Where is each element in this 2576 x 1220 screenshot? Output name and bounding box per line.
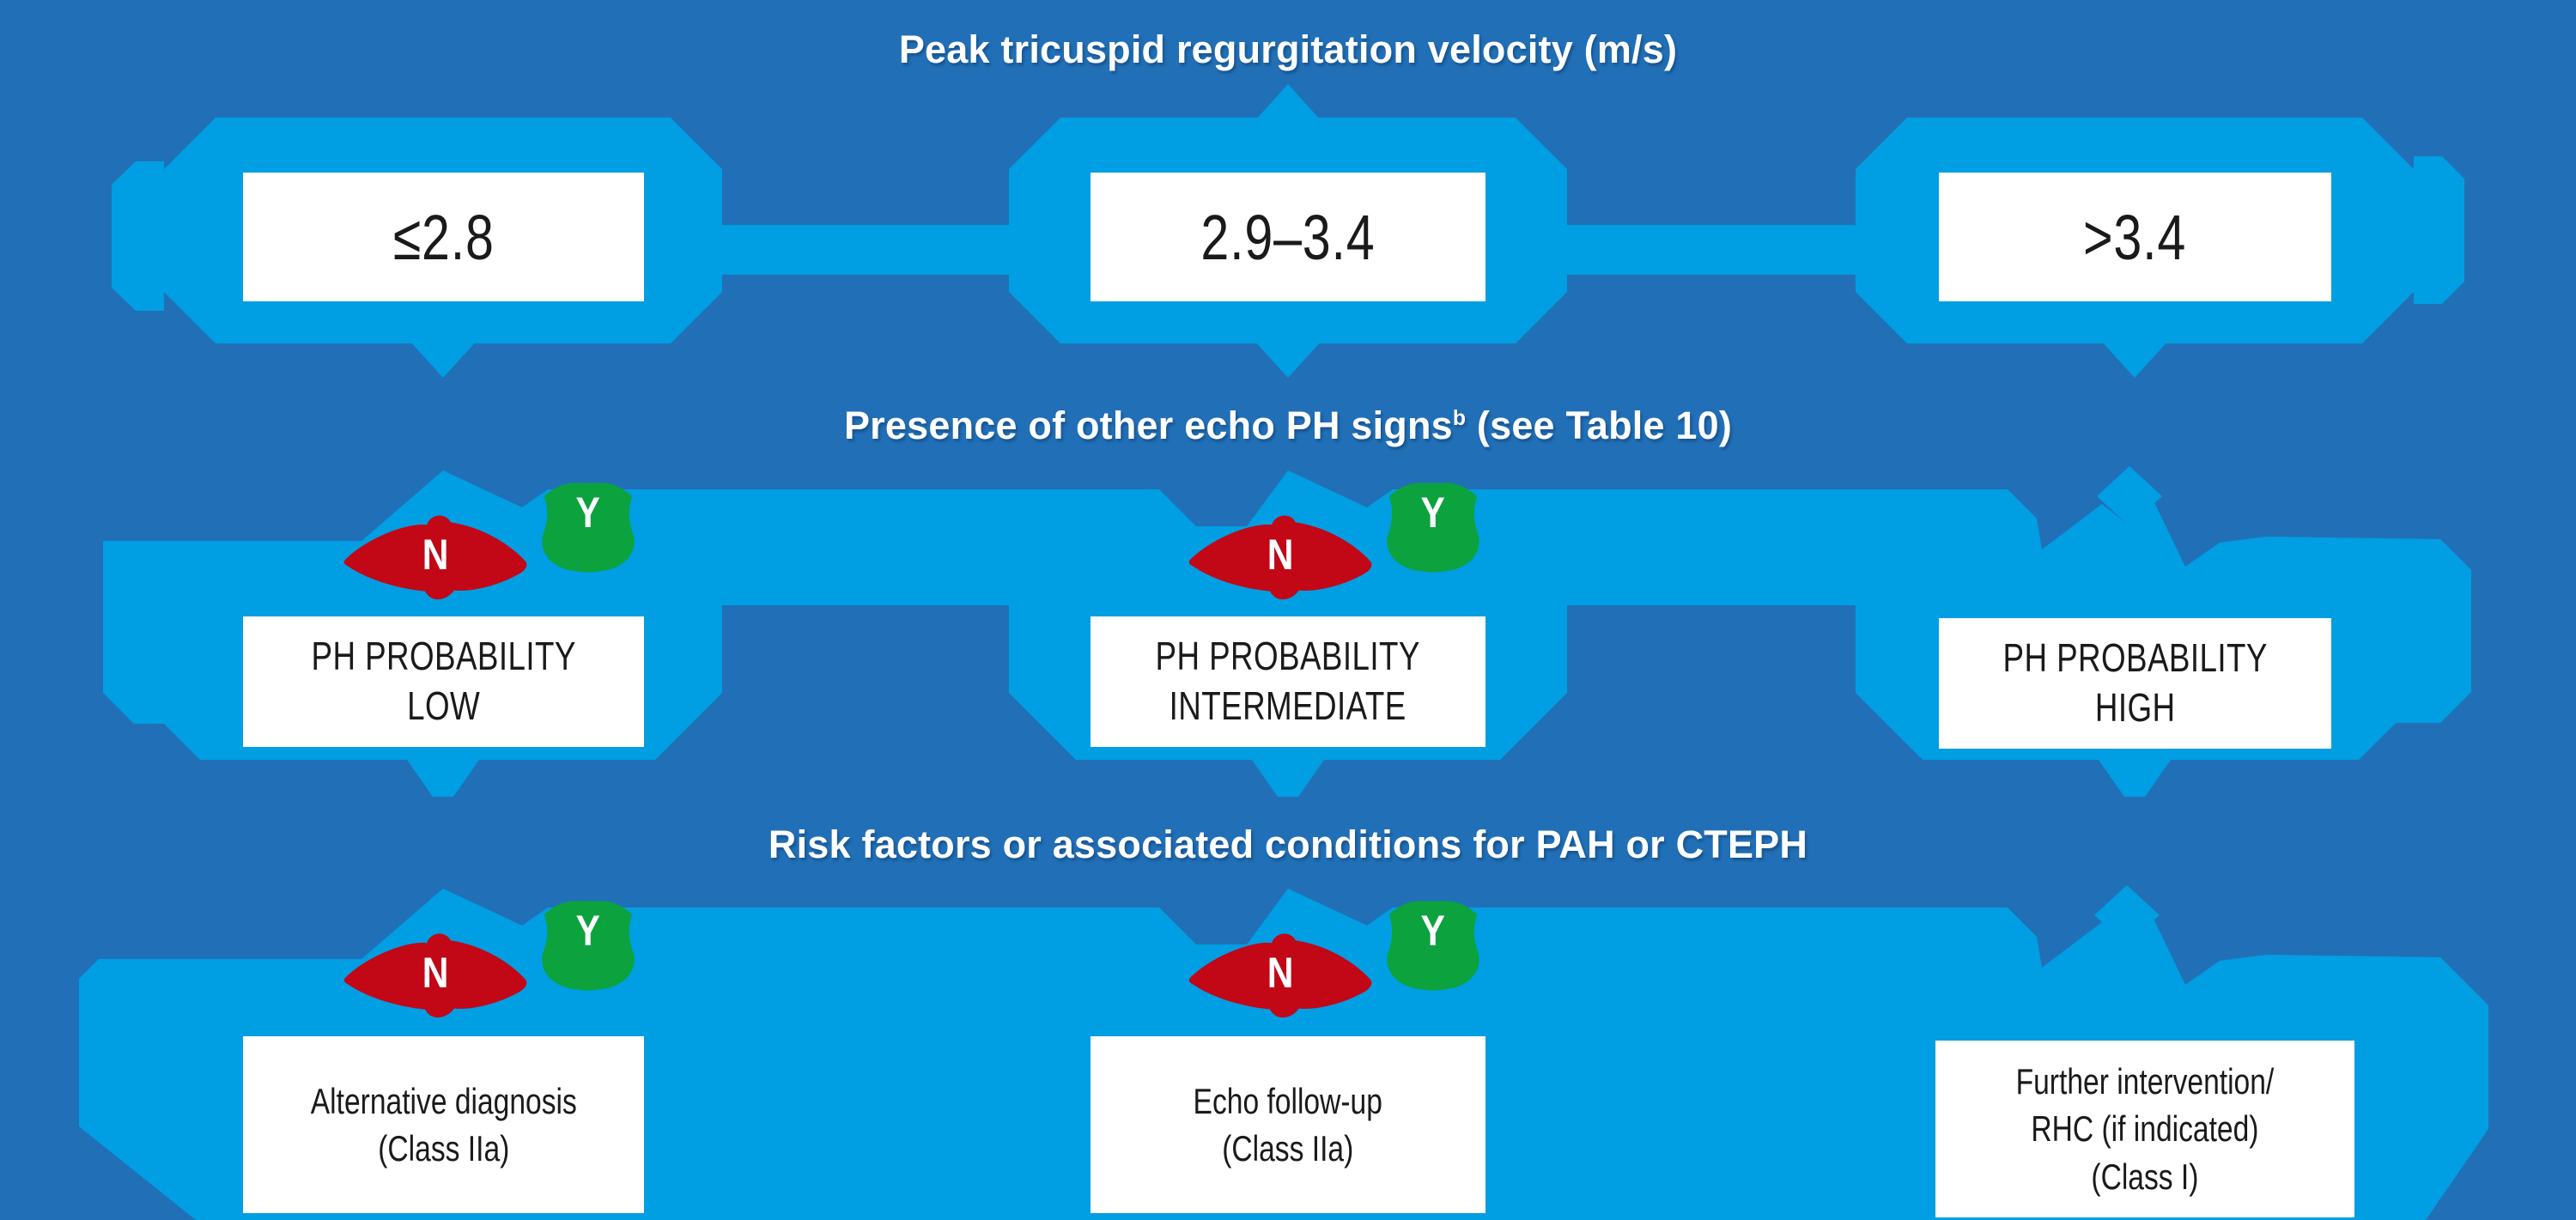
heading-echo-signs-text: Presence of other echo PH signs <box>843 404 1453 447</box>
no-badge-label: N <box>1267 531 1294 579</box>
outcome-box-further-intervention: Further intervention/RHC (if indicated)(… <box>1935 1041 2354 1217</box>
heading-risk-factors: Risk factors or associated conditions fo… <box>768 822 1808 866</box>
yes-shield-icon <box>542 483 635 573</box>
no-badge: N <box>342 925 529 1021</box>
velocity-box-high: >3.4 <box>1939 173 2331 301</box>
heading-echo-signs-footnote: b <box>1452 407 1467 430</box>
yes-shield-icon <box>542 901 635 991</box>
yes-badge-label: Y <box>575 489 601 537</box>
heading-echo-signs-rest: (see Table 10) <box>1466 404 1733 447</box>
yes-badge: Y <box>1379 893 1487 992</box>
no-badge: N <box>342 507 529 603</box>
velocity-value: ≤2.8 <box>392 201 495 273</box>
outcome-text: Alternative diagnosis(Class IIa) <box>310 1080 577 1168</box>
velocity-box-intermediate: 2.9–3.4 <box>1091 173 1485 301</box>
yes-badge-label: Y <box>1420 489 1446 537</box>
no-badge: N <box>1187 925 1374 1021</box>
no-arrow-icon <box>1188 515 1372 600</box>
outcome-text: Echo follow-up(Class IIa) <box>1193 1080 1383 1168</box>
yes-badge: Y <box>534 893 642 992</box>
yes-badge: Y <box>1379 475 1487 574</box>
outcome-box-echo-follow-up: Echo follow-up(Class IIa) <box>1091 1036 1485 1213</box>
pass-through-diamond-icon <box>2094 885 2160 950</box>
outcome-text: Further intervention/RHC (if indicated)(… <box>2015 1060 2275 1197</box>
velocity-box-low: ≤2.8 <box>243 173 644 301</box>
heading-echo-signs: Presence of other echo PH signsb (see Ta… <box>0 404 2576 448</box>
no-arrow-icon <box>343 515 527 600</box>
outcome-box-alternative-diagnosis: Alternative diagnosis(Class IIa) <box>243 1036 644 1213</box>
no-badge: N <box>1187 507 1374 603</box>
heading-velocity: Peak tricuspid regurgitation velocity (m… <box>898 27 1678 71</box>
no-arrow-icon <box>1188 933 1372 1018</box>
yes-badge-label: Y <box>575 907 601 955</box>
velocity-value: >3.4 <box>2083 201 2187 273</box>
no-badge-label: N <box>422 531 449 579</box>
pass-through-diamond-icon <box>2097 466 2162 531</box>
yes-badge: Y <box>534 475 642 574</box>
yes-badge-label: Y <box>1420 907 1446 955</box>
yes-shield-icon <box>1387 483 1479 573</box>
no-arrow-icon <box>343 933 527 1018</box>
yes-shield-icon <box>1387 901 1479 991</box>
velocity-value: 2.9–3.4 <box>1200 201 1376 273</box>
no-badge-label: N <box>1267 949 1294 997</box>
no-badge-label: N <box>422 949 449 997</box>
